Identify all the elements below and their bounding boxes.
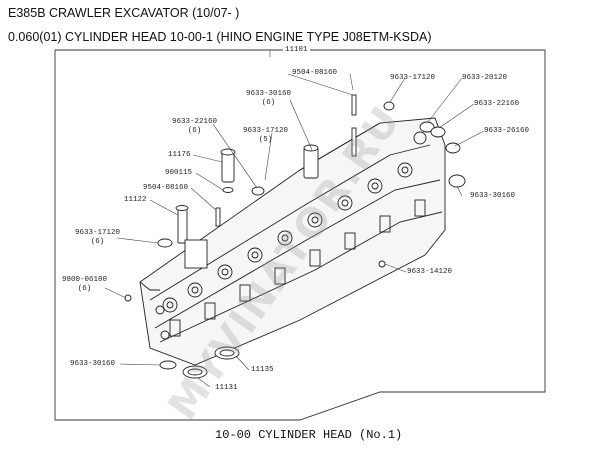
callout-9633-17120-mid-number: 9633-17120 <box>243 127 289 135</box>
callout-9633-30160-top-qty: (6) <box>261 99 276 107</box>
callout-9633-30160-top-number: 9633-30160 <box>246 90 292 98</box>
part-9633-17120-left <box>157 238 173 248</box>
callout-9633-30160-top: 9633-30160 (6) <box>246 90 291 108</box>
callout-11135: 11135 <box>251 366 274 374</box>
callout-9800-06100: 9800-06100 (6) <box>62 276 107 294</box>
leader-lines <box>104 50 485 388</box>
callout-9633-17120-top: 9633-17120 <box>390 74 436 82</box>
callout-9633-14120: 9633-14120 <box>407 268 453 276</box>
part-9504-08160-top <box>351 94 357 116</box>
callout-9633-22160-left-number: 9633-22160 <box>172 118 218 126</box>
callout-11122: 11122 <box>124 196 147 204</box>
callout-9633-22160-right: 9633-22160 <box>474 100 520 108</box>
callout-11176: 11176 <box>168 151 191 159</box>
callout-9633-30160-bottom: 9633-30160 <box>70 360 116 368</box>
section-title: 0.060(01) CYLINDER HEAD 10-00-1 (HINO EN… <box>8 30 432 44</box>
callout-9633-17120-mid: 9633-17120 (5) <box>243 127 288 145</box>
part-9633-30160-right <box>448 174 466 188</box>
callout-9504-08160-left: 9504-08160 <box>143 184 189 192</box>
callout-9633-17120-left: 9633-17120 (6) <box>75 229 120 247</box>
loose-parts <box>124 94 466 379</box>
callout-11131: 11131 <box>215 384 238 392</box>
part-9633-14120 <box>378 260 386 268</box>
callout-9633-17120-left-number: 9633-17120 <box>75 229 121 237</box>
callout-9633-17120-mid-qty: (5) <box>258 136 273 144</box>
callout-9504-08160-top: 9504-08160 <box>292 69 338 77</box>
part-9504-08160-left <box>215 207 221 227</box>
callout-9633-22160-left-qty: (6) <box>187 127 202 135</box>
diagram-caption: 10-00 CYLINDER HEAD (No.1) <box>215 428 403 442</box>
part-11176 <box>221 151 235 183</box>
callout-9633-20120: 9633-20120 <box>462 74 508 82</box>
part-11122 <box>177 207 188 244</box>
callout-9633-30160-right: 9633-30160 <box>470 192 516 200</box>
part-9800-06100 <box>124 294 132 302</box>
frame-border <box>54 49 546 421</box>
part-9633-30160-top <box>303 147 319 179</box>
part-9633-30160-bottom <box>159 360 177 370</box>
part-9633-17120-top <box>383 101 395 111</box>
part-900115 <box>222 187 234 193</box>
callout-900115: 900115 <box>165 169 193 177</box>
callout-9800-06100-number: 9800-06100 <box>62 276 108 284</box>
part-9633-22160-left <box>251 186 265 196</box>
callout-9633-22160-left: 9633-22160 (6) <box>172 118 217 136</box>
part-9633-20120 <box>419 121 435 133</box>
frame-part-label: 11101 <box>283 46 310 55</box>
callout-9633-17120-left-qty: (6) <box>90 238 105 246</box>
callout-9633-26160: 9633-26160 <box>484 127 530 135</box>
part-9633-22160-right <box>430 126 446 138</box>
callout-9800-06100-qty: (6) <box>77 285 92 293</box>
model-title: E385B CRAWLER EXCAVATOR (10/07- ) <box>8 6 240 20</box>
